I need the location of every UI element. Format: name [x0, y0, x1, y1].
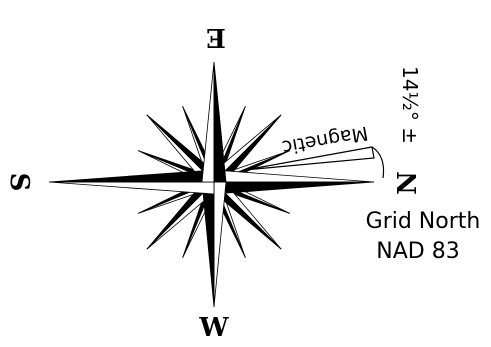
svg-text:14½° ±: 14½° ± — [398, 66, 422, 144]
cardinal-point-1-dark — [202, 182, 214, 307]
cardinal-point-2-dark — [49, 170, 214, 182]
svg-text:E: E — [206, 22, 226, 52]
cardinal-point-3-light — [202, 62, 214, 182]
compass-cardinal-points — [49, 62, 374, 307]
grid-datum-label: NAD 83 — [376, 239, 459, 264]
cardinal-point-1-light — [214, 182, 226, 307]
cardinal-point-2-light — [49, 182, 214, 194]
cardinal-point-0-light — [214, 170, 374, 182]
cardinal-west-label: W — [198, 313, 229, 343]
cardinal-point-3-dark — [214, 62, 226, 182]
grid-north-label: Grid North — [366, 209, 481, 234]
cardinal-east-label: E — [206, 22, 226, 52]
cardinal-south-label: S — [4, 173, 34, 192]
svg-text:N: N — [393, 171, 423, 195]
declination-label: 14½° ± — [398, 66, 422, 144]
svg-text:W: W — [198, 313, 229, 343]
svg-text:S: S — [4, 173, 34, 192]
cardinal-point-0-dark — [214, 182, 374, 194]
cardinal-north-label: N — [393, 171, 423, 195]
